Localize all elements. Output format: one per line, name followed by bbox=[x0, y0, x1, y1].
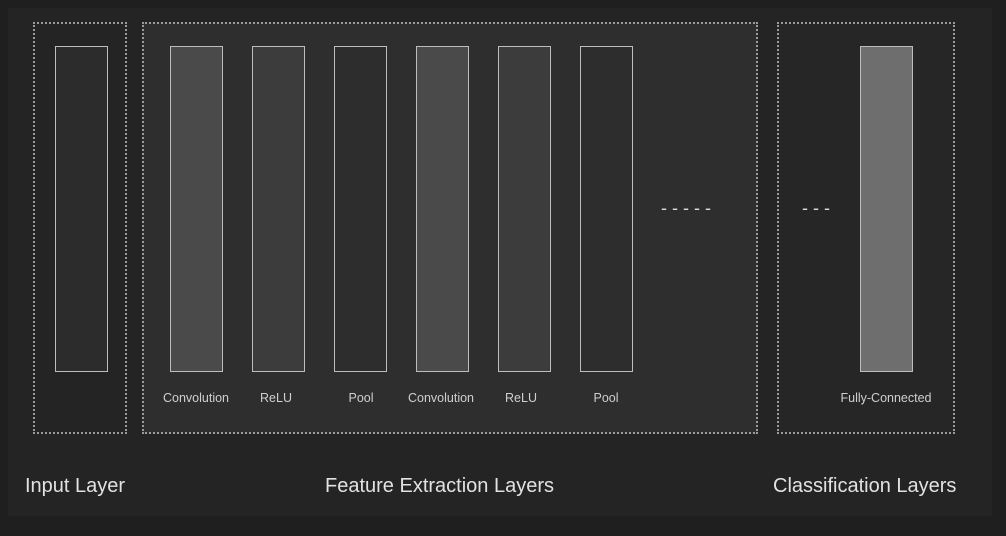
pool-layer-block bbox=[580, 46, 633, 372]
layer-label: Pool bbox=[593, 391, 619, 405]
feature-extraction-title: Feature Extraction Layers bbox=[325, 475, 554, 497]
input-layer-group bbox=[33, 22, 127, 434]
relu-layer-block bbox=[252, 46, 305, 372]
fully-connected-layer-block bbox=[860, 46, 913, 372]
convolution-layer-block bbox=[416, 46, 469, 372]
continuation-dashes: --- bbox=[802, 198, 835, 218]
layer-label: ReLU bbox=[505, 391, 537, 405]
layer-label: ReLU bbox=[260, 391, 292, 405]
convolution-layer-block bbox=[170, 46, 223, 372]
layer-label: Convolution bbox=[407, 391, 474, 405]
pool-layer-block bbox=[334, 46, 387, 372]
layer-label: Fully-Connected bbox=[840, 391, 932, 405]
input-layer-block bbox=[55, 46, 108, 372]
layer-label: Pool bbox=[348, 391, 374, 405]
relu-layer-block bbox=[498, 46, 551, 372]
classification-title: Classification Layers bbox=[773, 475, 957, 497]
layer-label: Convolution bbox=[162, 391, 229, 405]
input-layer-title: Input Layer bbox=[25, 475, 126, 497]
continuation-dashes: ----- bbox=[661, 198, 716, 218]
